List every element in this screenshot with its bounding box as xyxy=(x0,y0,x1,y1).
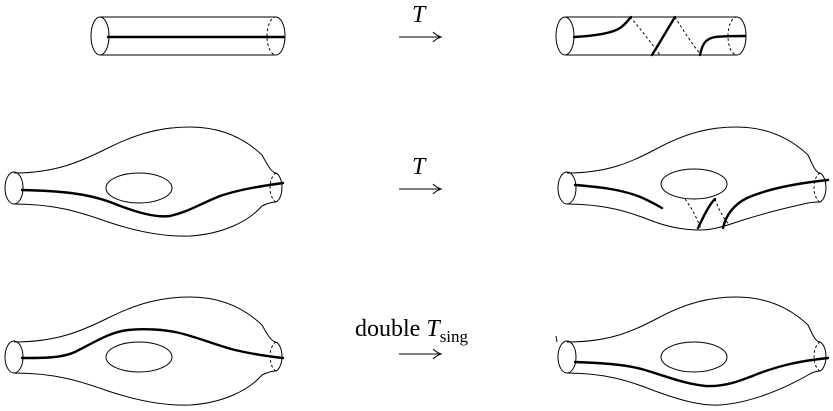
cylinder-before xyxy=(90,16,286,56)
surface-right-end-front xyxy=(819,341,827,372)
curve-above-hole xyxy=(20,327,285,360)
twist-back-2 xyxy=(714,198,731,226)
cylinder-right-end-back xyxy=(266,16,277,56)
surface-before-double-twist xyxy=(4,296,285,406)
arrow-3-label-subscript: sing xyxy=(439,327,469,346)
curve-segment-3 xyxy=(698,34,747,57)
surface-top-outline xyxy=(13,296,277,343)
curve-segment-2 xyxy=(650,15,677,57)
surface-hole xyxy=(660,341,728,373)
surface-bottom-outline xyxy=(566,201,821,231)
cylinder-left-end xyxy=(555,16,575,56)
cylinder-right-end-front xyxy=(275,16,286,56)
arrow-3 xyxy=(399,348,443,360)
arrow-3-label-prefix: double xyxy=(355,316,421,342)
curve-below-hole xyxy=(20,181,285,218)
surface-before-twist xyxy=(4,126,285,237)
surface-top-outline xyxy=(13,126,277,174)
curve-segment-1 xyxy=(572,15,633,39)
surface-right-end-front xyxy=(275,172,283,203)
surface-left-end xyxy=(4,340,24,374)
surface-right-end-back xyxy=(813,172,821,203)
surface-bottom-outline xyxy=(566,370,821,406)
surface-left-end xyxy=(4,171,24,205)
surface-right-end-front xyxy=(819,172,827,203)
twist-back-1 xyxy=(684,198,702,231)
surface-left-end xyxy=(557,340,577,374)
arrow-2-head xyxy=(432,183,443,195)
surface-bottom-outline xyxy=(13,201,277,237)
arrow-3-label-symbol: T xyxy=(426,316,440,342)
arrow-1-head xyxy=(432,31,443,43)
surface-after-twist xyxy=(557,126,830,231)
surface-right-end-front xyxy=(275,341,283,372)
surface-hole xyxy=(105,172,173,204)
arrow-3-head xyxy=(432,348,443,360)
surface-left-end xyxy=(557,171,577,205)
arrow-1-label: T xyxy=(412,2,425,29)
arrow-2 xyxy=(399,183,443,195)
stray-mark xyxy=(555,335,558,343)
surface-top-outline xyxy=(566,296,821,343)
surface-hole xyxy=(660,168,728,200)
arrow-2-label: T xyxy=(412,154,425,181)
surface-hole xyxy=(105,341,173,373)
surface-top-outline xyxy=(566,126,821,174)
arrow-3-label: double Tsing xyxy=(355,316,469,346)
twist-back-2 xyxy=(674,16,702,56)
surface-right-end-back xyxy=(269,172,277,203)
curve-segment-3 xyxy=(721,178,830,230)
curve-segment-1 xyxy=(573,183,664,210)
cylinder-after xyxy=(555,15,747,57)
surface-right-end-back xyxy=(813,341,821,372)
cylinder-right-end-back xyxy=(727,16,738,56)
cylinder-left-end xyxy=(90,16,110,56)
arrow-2-label-symbol: T xyxy=(412,154,426,180)
surface-after-double-twist xyxy=(555,296,830,406)
arrow-1 xyxy=(399,31,443,43)
curve-below-hole xyxy=(573,356,830,388)
curve-segment-2 xyxy=(696,197,717,230)
arrow-1-label-symbol: T xyxy=(412,2,426,28)
surface-bottom-outline xyxy=(13,370,277,406)
